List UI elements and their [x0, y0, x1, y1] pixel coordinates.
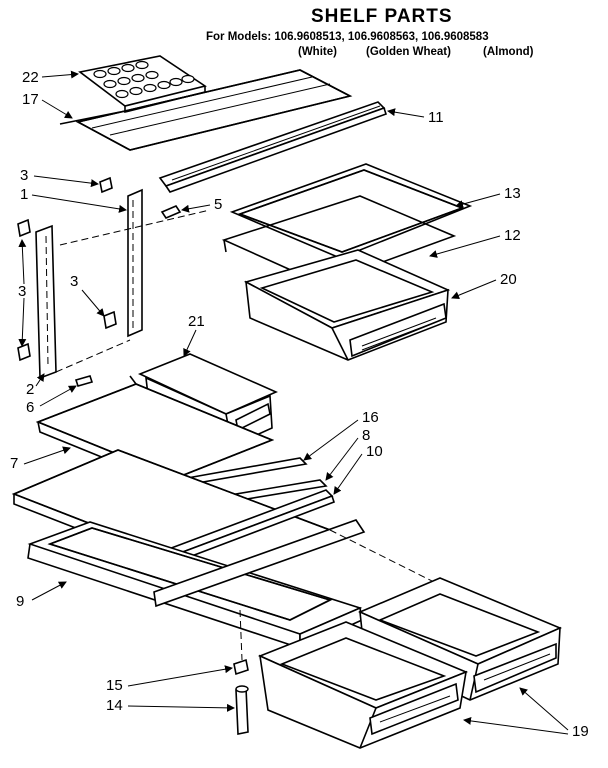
page-title: SHELF PARTS — [311, 6, 453, 27]
part-5-pin — [160, 205, 182, 219]
variant-white: (White) — [298, 46, 337, 58]
callout-10: 10 — [366, 443, 383, 460]
callout-3-mid: 3 — [70, 273, 78, 290]
part-11-trim-strip — [158, 101, 388, 193]
callout-5: 5 — [214, 196, 222, 213]
callout-19: 19 — [572, 723, 589, 740]
callout-11: 11 — [428, 109, 444, 126]
part-14-support-leg — [235, 685, 249, 735]
models-line: For Models: 106.9608513, 106.9608563, 10… — [206, 31, 489, 43]
callout-2: 2 — [26, 381, 34, 398]
callout-6: 6 — [26, 399, 34, 416]
callout-20: 20 — [500, 271, 517, 288]
part-3-rail-clip-left-top — [17, 218, 31, 238]
callout-9: 9 — [16, 593, 24, 610]
part-17-top-wire-shelf — [59, 69, 353, 151]
callouts: 22 17 11 3 1 5 13 12 3 3 20 21 2 6 16 8 — [10, 69, 589, 740]
variant-almond: (Almond) — [483, 46, 534, 58]
callout-12: 12 — [504, 227, 521, 244]
callout-15: 15 — [106, 677, 123, 694]
part-9-crisper-cover — [27, 519, 366, 650]
callout-17: 17 — [22, 91, 39, 108]
callout-21: 21 — [188, 313, 205, 330]
callout-7: 7 — [10, 455, 18, 472]
part-6-screw — [74, 375, 94, 387]
part-15-roller — [233, 658, 249, 676]
callout-8: 8 — [362, 427, 370, 444]
callout-1: 1 — [20, 186, 28, 203]
part-3-rail-clip-left-bottom — [17, 342, 31, 362]
part-3-rail-clip-top — [99, 176, 113, 194]
variant-golden-wheat: (Golden Wheat) — [366, 46, 451, 58]
callout-14: 14 — [106, 697, 123, 714]
callout-22: 22 — [22, 69, 39, 86]
callout-13: 13 — [504, 185, 521, 202]
part-1-right-ladder-rail — [127, 188, 143, 338]
part-left-ladder-rail — [35, 224, 57, 380]
part-20-crisper-drawer — [243, 249, 451, 361]
part-3-rail-clip-mid — [103, 310, 117, 330]
part-19-crisper-drawer-left — [257, 621, 469, 749]
callout-3-top: 3 — [20, 167, 28, 184]
part-22-egg-tray — [78, 55, 207, 114]
callout-3-left: 3 — [18, 283, 26, 300]
callout-16: 16 — [362, 409, 379, 426]
